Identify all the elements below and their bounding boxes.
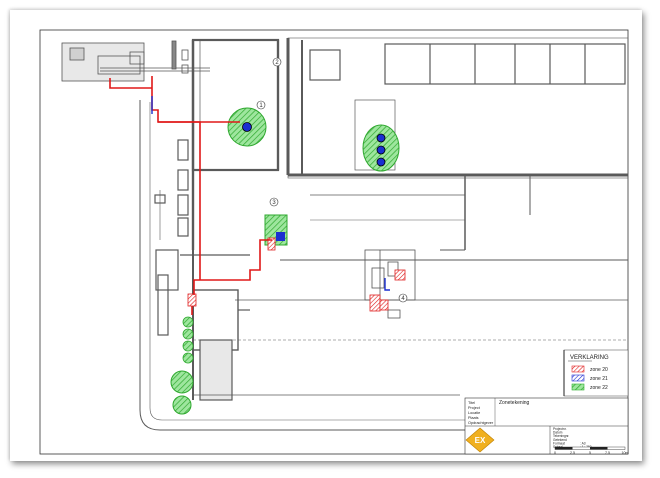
legend-swatch: [571, 383, 585, 391]
zone-22-area: [182, 340, 194, 352]
drawing-frame: [39, 29, 629, 455]
zone-21-area: [376, 133, 386, 143]
legend-swatch: [571, 374, 585, 382]
zone-21-area: [276, 232, 285, 241]
zone-marker-2: 2: [275, 60, 279, 66]
title-block-key: Opdrachtgever: [468, 421, 494, 425]
zone-21-area: [376, 157, 386, 167]
company-logo: EX: [465, 427, 495, 453]
scale-tick-label: 0: [554, 451, 556, 455]
zone-22-area: [182, 316, 194, 328]
legend-swatch: [571, 365, 585, 373]
title-block-value: Zonetekening: [499, 400, 530, 406]
zone-marker-labels: 1 2 3 4: [256, 57, 408, 303]
title-block-info-key: Projectnr.: [553, 427, 567, 431]
title-block-info-key: Getekend: [553, 438, 567, 442]
zone-22-area: [182, 328, 194, 340]
legend-label: zone 20: [590, 367, 608, 373]
zone-20-area: [379, 299, 389, 311]
title-block-info-key: Datum: [553, 431, 563, 435]
title-block-key: Plaats: [468, 416, 479, 420]
title-block-info-value: : A3: [580, 441, 586, 445]
legend: VERKLARING zone 20 zone 21 zone 22: [563, 349, 629, 397]
zone-22-area: [170, 370, 194, 394]
title-block-info-key: Tekeningnr.: [553, 434, 570, 438]
zone-21-area: [376, 145, 386, 155]
title-block-key: Titel: [468, 401, 475, 405]
scale-tick-label: 5: [589, 451, 591, 455]
zone-20-area: [267, 237, 276, 251]
drawing-sheet: 1 2 3 4 VERKLARING zone 20 zone 21 zone 22…: [10, 10, 642, 461]
title-block-info-key: Formaat: [553, 441, 565, 445]
main-building-walls: [139, 38, 628, 431]
blue-route: [151, 96, 390, 291]
scale-bar: 0 2.5 5 7.5 10m: [554, 446, 629, 455]
zone-marker-3: 3: [272, 200, 276, 206]
zone-22-area: [182, 352, 194, 364]
logo-text: EX: [475, 436, 486, 445]
zone-overlays: [170, 107, 406, 415]
legend-label: zone 21: [590, 376, 608, 382]
zone-20-area: [369, 294, 381, 312]
upper-right-building: [286, 37, 629, 251]
scale-tick-label: 10m: [622, 451, 629, 455]
upper-left-structures: [61, 40, 210, 82]
title-block-key: Locatie: [468, 411, 480, 415]
legend-label: zone 22: [590, 385, 608, 391]
zone-21-area: [242, 122, 252, 132]
zone-20-area: [187, 293, 197, 307]
zone-marker-4: 4: [401, 296, 405, 302]
legend-title: VERKLARING: [570, 355, 609, 361]
scale-tick-label: 7.5: [605, 451, 610, 455]
zone-20-area: [394, 269, 406, 281]
title-block-key: Project: [468, 406, 481, 410]
scale-tick-label: 2.5: [570, 451, 575, 455]
floor-plan: 1 2 3 4 VERKLARING zone 20 zone 21 zone 22…: [39, 29, 629, 455]
zone-marker-1: 1: [259, 103, 263, 109]
zone-22-area: [172, 395, 192, 415]
title-block: Titel ZonetekeningProjectLocatiePlaatsOpd…: [464, 397, 629, 455]
